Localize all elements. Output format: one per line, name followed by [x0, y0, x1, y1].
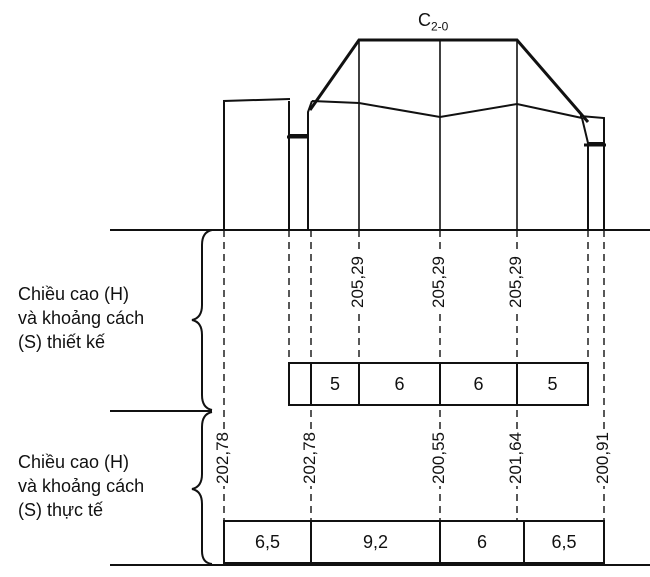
design-label: Chiều cao (H) và khoảng cách (S) thiết k… [18, 282, 144, 354]
actual-spacing-value: 6 [476, 531, 487, 552]
actual-brace [191, 411, 213, 565]
crown-title: C2-0 [418, 10, 448, 34]
design-label-line: Chiều cao (H) [18, 284, 130, 304]
actual-spacing-value: 9,2 [362, 531, 389, 552]
actual-label-line: (S) thực tế [18, 500, 104, 520]
design-spacing-value: 5 [329, 373, 340, 394]
design-brace [191, 229, 213, 411]
actual-height-label: 202,78 [213, 430, 233, 486]
actual-spacing-value: 6,5 [551, 531, 577, 552]
design-spacing-boxes [288, 362, 589, 406]
actual-label-line: và khoảng cách [18, 476, 145, 496]
actual-spacing-boxes [223, 520, 605, 564]
actual-height-label: 201,64 [506, 430, 526, 486]
actual-label-line: Chiều cao (H) [18, 452, 130, 472]
design-height-label: 205,29 [429, 254, 449, 310]
actual-height-label: 202,78 [300, 430, 320, 486]
crown-title-sub: 2-0 [431, 19, 449, 34]
design-spacing-value: 5 [547, 373, 558, 394]
design-height-label: 205,29 [348, 254, 368, 310]
actual-spacing-value: 6,5 [254, 531, 281, 552]
design-label-line: và khoảng cách [18, 308, 145, 328]
design-label-line: (S) thiết kế [18, 332, 106, 352]
crown-title-main: C [418, 10, 431, 30]
actual-box [523, 520, 605, 564]
design-spacing-value: 6 [473, 373, 484, 394]
right-notch [579, 115, 605, 144]
actual-height-label: 200,55 [429, 430, 449, 486]
actual-label: Chiều cao (H) và khoảng cách (S) thực tế [18, 450, 144, 522]
design-height-label: 205,29 [506, 254, 526, 310]
design-spacing-value: 6 [394, 373, 405, 394]
crown-outline [308, 38, 590, 123]
design-box [516, 362, 589, 406]
roof-line [311, 100, 583, 119]
actual-height-label: 200,91 [593, 430, 613, 486]
left-block-outline [223, 98, 291, 230]
